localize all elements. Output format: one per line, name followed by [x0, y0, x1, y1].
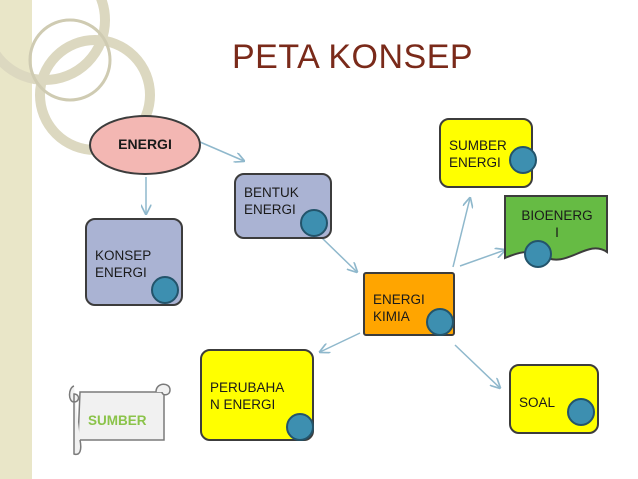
- node-bentuk-energi-link-icon[interactable]: [300, 209, 328, 237]
- node-konsep-energi-link-icon[interactable]: [151, 276, 179, 304]
- sumber-link[interactable]: SUMBER: [88, 413, 147, 428]
- node-perubahan-energi-label: PERUBAHA N ENERGI: [210, 380, 285, 412]
- node-konsep-energi-label: KONSEP ENERGI: [95, 248, 152, 280]
- node-soal-label: SOAL: [519, 395, 556, 410]
- arrow-bentuk-kimia: [321, 237, 357, 272]
- bg-circle-3: [28, 18, 112, 102]
- node-konsep-energi[interactable]: KONSEP ENERGI: [85, 218, 183, 306]
- sumber-scroll-shape: [77, 391, 165, 441]
- arrow-kimia-soal: [454, 344, 500, 388]
- sumber-scroll-top-curl: [155, 383, 171, 396]
- node-soal-link-icon[interactable]: [567, 398, 595, 426]
- node-energi[interactable]: ENERGI: [89, 115, 201, 175]
- arrow-kimia-bio: [459, 250, 505, 267]
- node-energi-kimia-link-icon[interactable]: [426, 308, 454, 336]
- node-energi-kimia[interactable]: ENERGI KIMIA: [363, 272, 455, 336]
- node-bentuk-energi-label: BENTUK ENERGI: [244, 185, 299, 217]
- node-sumber-energi[interactable]: SUMBER ENERGI: [439, 118, 537, 188]
- sumber-scroll[interactable]: [66, 378, 176, 458]
- arrow-kimia-sumber: [452, 198, 470, 268]
- node-sumber-energi-link-icon[interactable]: [509, 146, 537, 174]
- node-perubahan-energi-link-icon[interactable]: [286, 413, 314, 441]
- node-sumber-energi-label: SUMBER ENERGI: [449, 138, 507, 170]
- node-energi-kimia-label: ENERGI KIMIA: [373, 292, 425, 324]
- node-bioenergi-link-icon[interactable]: [524, 240, 552, 268]
- node-energi-label: ENERGI: [118, 136, 172, 152]
- arrow-kimia-perubahan: [320, 332, 361, 352]
- node-bentuk-energi[interactable]: BENTUK ENERGI: [234, 173, 332, 239]
- sumber-scroll-left-curl: [68, 385, 82, 456]
- arrow-energi-bentuk: [199, 141, 244, 161]
- page-title: PETA KONSEP: [232, 38, 474, 76]
- node-perubahan-energi[interactable]: PERUBAHA N ENERGI: [200, 349, 314, 441]
- node-soal[interactable]: SOAL: [509, 364, 599, 434]
- node-bioenergi-text: BIOENERG I: [521, 208, 593, 240]
